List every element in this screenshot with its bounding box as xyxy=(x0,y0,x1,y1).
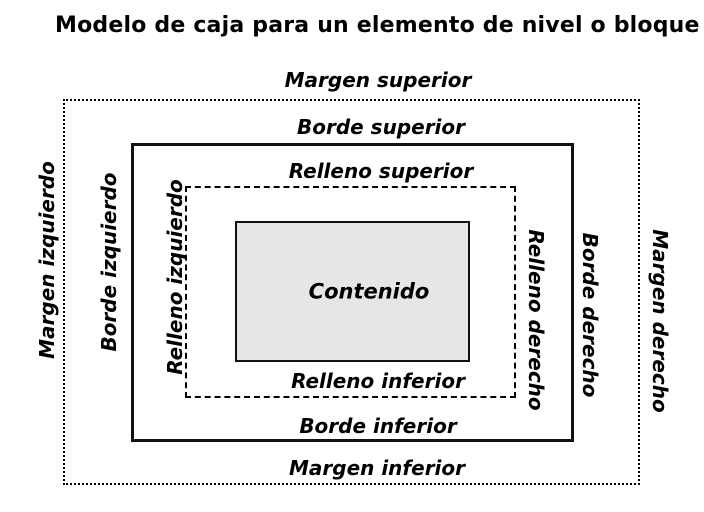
label-border-top: Borde superior xyxy=(296,115,466,139)
border-box-outline xyxy=(131,143,574,442)
label-margin-top: Margen superior xyxy=(284,68,472,92)
label-border-bottom: Borde inferior xyxy=(299,414,457,438)
margin-box-outline xyxy=(63,99,640,485)
label-border-left: Borde izquierdo xyxy=(97,172,121,352)
label-content: Contenido xyxy=(308,279,430,304)
label-padding-right: Relleno derecho xyxy=(524,229,548,411)
label-padding-left: Relleno izquierdo xyxy=(163,179,187,375)
label-border-right: Borde derecho xyxy=(578,232,602,398)
content-box xyxy=(235,221,470,362)
label-margin-right: Margen derecho xyxy=(648,229,672,413)
label-padding-bottom: Relleno inferior xyxy=(291,369,465,393)
label-margin-left: Margen izquierdo xyxy=(35,161,59,359)
padding-box-outline xyxy=(185,186,516,398)
label-padding-top: Relleno superior xyxy=(288,159,474,183)
label-margin-bottom: Margen inferior xyxy=(288,456,466,480)
page-title: Modelo de caja para un elemento de nivel… xyxy=(55,13,700,38)
